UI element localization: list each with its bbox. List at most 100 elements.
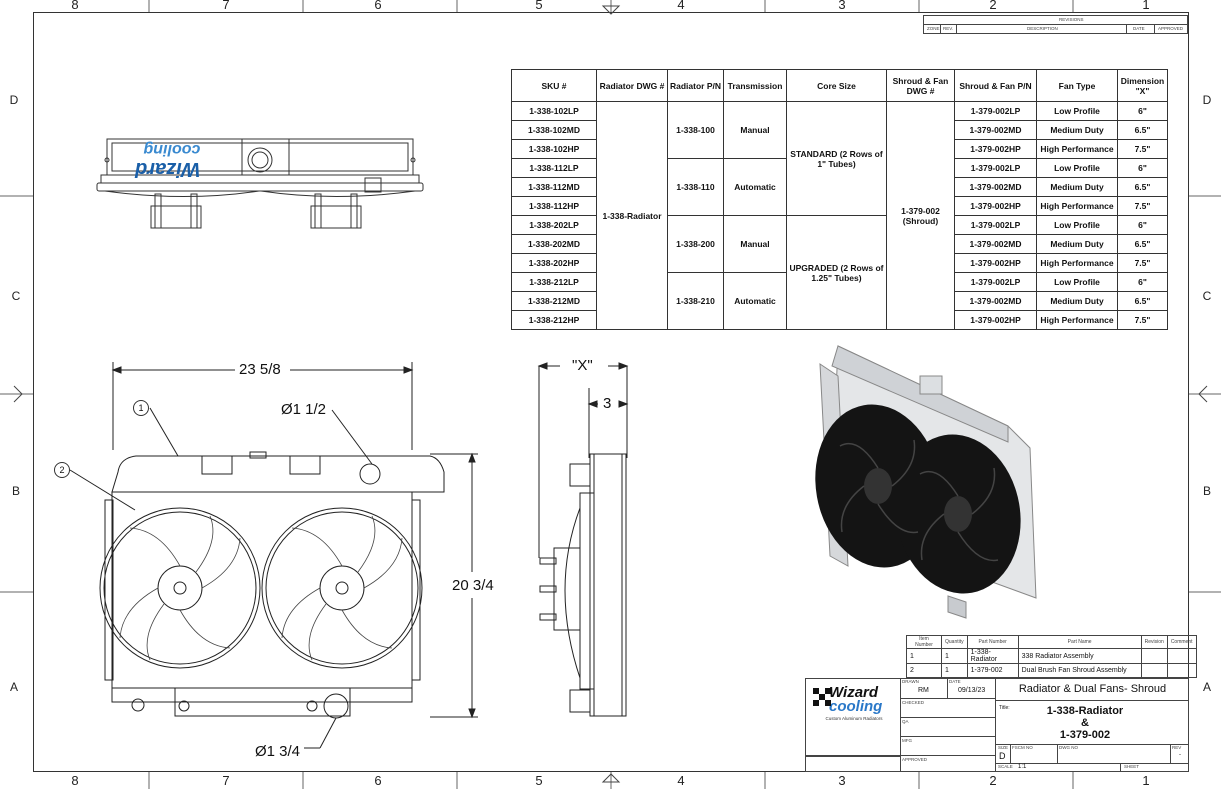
sku-cell: 1-338-202HP bbox=[511, 253, 597, 273]
revisions-title: REVISIONS bbox=[1059, 17, 1084, 22]
bom-col-item: Item Number bbox=[906, 635, 942, 649]
sku-cell: 1-338-202LP bbox=[511, 215, 597, 235]
wizard-logo: Wizard cooling Custom Aluminum Radiators bbox=[813, 685, 895, 721]
zone-row-a: A bbox=[9, 680, 18, 694]
bom-comment bbox=[1166, 648, 1197, 664]
bom-part-name: Dual Brush Fan Shroud Assembly bbox=[1017, 663, 1142, 678]
sheet-label: SHEET bbox=[1124, 764, 1140, 769]
size-value: D bbox=[999, 751, 1006, 761]
fan-type-cell: Low Profile bbox=[1036, 215, 1118, 235]
fan-type-cell: Medium Duty bbox=[1036, 234, 1118, 254]
col-dimension-x: Dimension "X" bbox=[1117, 69, 1168, 102]
shroud-pn-cell: 1-379-002HP bbox=[954, 310, 1037, 330]
col-radiator-dwg: Radiator DWG # bbox=[596, 69, 668, 102]
zone-row-c-right: C bbox=[1202, 289, 1212, 303]
dimension-x-cell: 7.5" bbox=[1117, 196, 1168, 216]
logo-tagline: Custom Aluminum Radiators bbox=[825, 716, 883, 721]
zone-row-b-right: B bbox=[1202, 484, 1211, 498]
size-label: SIZE bbox=[998, 745, 1009, 750]
top-view-logo-line1: Wizard bbox=[135, 158, 201, 180]
fan-type-cell: High Performance bbox=[1036, 310, 1118, 330]
col-shroud-dwg: Shroud & Fan DWG # bbox=[886, 69, 955, 102]
radiator-pn-cell: 1-338-100 bbox=[667, 101, 724, 159]
balloon-1: 1 bbox=[133, 400, 149, 416]
title-label: Title: bbox=[999, 705, 1010, 711]
drawing-title-line1: 1-338-Radiator bbox=[1046, 705, 1124, 717]
sheet-border bbox=[33, 12, 1189, 772]
sku-cell: 1-338-212HP bbox=[511, 310, 597, 330]
zone-col-4-bottom: 4 bbox=[677, 773, 685, 788]
width-dimension: 23 5/8 bbox=[236, 362, 284, 378]
zone-col-8: 8 bbox=[71, 0, 79, 12]
date-label: DATE bbox=[949, 679, 961, 684]
zone-row-c: C bbox=[11, 289, 21, 303]
fan-type-cell: Medium Duty bbox=[1036, 120, 1118, 140]
top-view-drawing bbox=[96, 138, 424, 229]
mfg-label: MFG bbox=[902, 738, 912, 743]
sku-cell: 1-338-212LP bbox=[511, 272, 597, 292]
transmission-cell: Automatic bbox=[723, 272, 787, 330]
sku-cell: 1-338-112MD bbox=[511, 177, 597, 197]
drawn-value: RM bbox=[918, 687, 929, 694]
bom-table: Item Number Quantity Part Number Part Na… bbox=[906, 635, 1197, 678]
fan-type-cell: Medium Duty bbox=[1036, 291, 1118, 311]
fan-type-cell: High Performance bbox=[1036, 139, 1118, 159]
bom-item: 1 bbox=[906, 648, 942, 664]
sku-cell: 1-338-102MD bbox=[511, 120, 597, 140]
radiator-pn-cell: 1-338-200 bbox=[667, 215, 724, 273]
dimension-x-cell: 6" bbox=[1117, 158, 1168, 178]
rev-label: REV bbox=[1172, 745, 1182, 750]
depth-dimension: 3 bbox=[600, 396, 615, 412]
fan-type-cell: Low Profile bbox=[1036, 272, 1118, 292]
fan-type-cell: Low Profile bbox=[1036, 101, 1118, 121]
sku-cell: 1-338-112HP bbox=[511, 196, 597, 216]
zone-col-7: 7 bbox=[222, 0, 230, 12]
shroud-pn-cell: 1-379-002HP bbox=[954, 139, 1037, 159]
fan-type-cell: Low Profile bbox=[1036, 158, 1118, 178]
fscm-label: FSCM NO bbox=[1012, 745, 1033, 750]
radiator-dwg-cell: 1-338-Radiator bbox=[596, 101, 668, 330]
zone-col-3: 3 bbox=[838, 0, 846, 12]
drawing-title: 1-338-Radiator & 1-379-002 bbox=[1010, 705, 1160, 741]
fan-type-cell: High Performance bbox=[1036, 196, 1118, 216]
bom-revision bbox=[1140, 648, 1168, 664]
checked-label: CHECKED bbox=[902, 700, 925, 705]
bom-col-comment: Comment bbox=[1166, 635, 1197, 649]
zone-col-8-bottom: 8 bbox=[71, 773, 79, 788]
col-shroud-pn: Shroud & Fan P/N bbox=[954, 69, 1037, 102]
logo-word-2: cooling bbox=[829, 698, 883, 715]
core-size-cell: STANDARD (2 Rows of 1" Tubes) bbox=[786, 101, 887, 216]
transmission-cell: Manual bbox=[723, 101, 787, 159]
zone-col-1: 1 bbox=[1142, 0, 1150, 12]
dimension-x-cell: 6.5" bbox=[1117, 234, 1168, 254]
shroud-pn-cell: 1-379-002MD bbox=[954, 120, 1037, 140]
fan-type-cell: Medium Duty bbox=[1036, 177, 1118, 197]
dimension-x-cell: 6.5" bbox=[1117, 291, 1168, 311]
bom-part-number: 1-379-002 bbox=[966, 663, 1019, 678]
zone-col-2: 2 bbox=[989, 0, 997, 12]
zone-col-1-bottom: 1 bbox=[1142, 773, 1150, 788]
shroud-pn-cell: 1-379-002MD bbox=[954, 291, 1037, 311]
bom-qty: 1 bbox=[941, 648, 968, 664]
bom-qty: 1 bbox=[941, 663, 968, 678]
zone-col-5-bottom: 5 bbox=[535, 773, 543, 788]
signature-cells bbox=[900, 678, 996, 772]
scale-value: 1:1 bbox=[1018, 764, 1027, 770]
fan-type-cell: High Performance bbox=[1036, 253, 1118, 273]
dimension-x-cell: 6" bbox=[1117, 215, 1168, 235]
zone-col-6-bottom: 6 bbox=[374, 773, 382, 788]
drawing-title-line2: & bbox=[1081, 717, 1089, 729]
dimension-x-cell: 7.5" bbox=[1117, 253, 1168, 273]
rev-value: - bbox=[1179, 752, 1181, 758]
shroud-pn-cell: 1-379-002LP bbox=[954, 101, 1037, 121]
col-sku: SKU # bbox=[511, 69, 597, 102]
qa-label: QA bbox=[902, 719, 909, 724]
bom-comment bbox=[1166, 663, 1197, 678]
drawing-heading: Radiator & Dual Fans- Shroud bbox=[1018, 683, 1167, 695]
zone-col-3-bottom: 3 bbox=[838, 773, 846, 788]
shroud-pn-cell: 1-379-002HP bbox=[954, 196, 1037, 216]
dimension-x-cell: 6.5" bbox=[1117, 177, 1168, 197]
side-view-drawing bbox=[537, 362, 629, 717]
col-transmission: Transmission bbox=[723, 69, 787, 102]
